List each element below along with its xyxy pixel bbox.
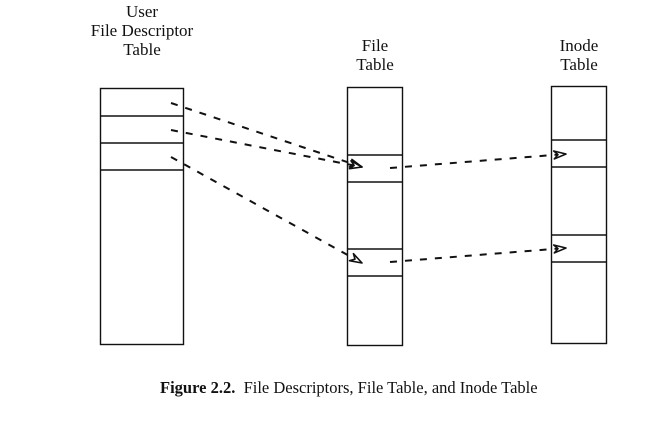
title-line: Table: [356, 55, 394, 74]
title-line: Table: [123, 40, 161, 59]
figure-caption: Figure 2.2. File Descriptors, File Table…: [160, 378, 538, 398]
user-fd-table-title: User File Descriptor Table: [30, 2, 254, 59]
file-table-outline: [346, 86, 404, 347]
title-line: Inode: [559, 36, 599, 55]
user-fd-table: [99, 87, 185, 346]
pointer-links: [170, 102, 567, 264]
inode-table-outline: [550, 85, 608, 345]
title-line: Table: [560, 55, 598, 74]
link-ufd0-to-file0: [170, 102, 363, 168]
title-line: File: [361, 36, 389, 55]
figure-number: Figure 2.2.: [160, 378, 236, 397]
figure-caption-text: File Descriptors, File Table, and Inode …: [243, 378, 538, 397]
link-ufd1-to-file0: [170, 129, 363, 170]
user-fd-table-outline: [99, 87, 185, 346]
link-ufd2-to-file1: [170, 156, 363, 264]
link-file0-to-inode0: [389, 150, 567, 169]
file-table: [346, 86, 404, 347]
title-line: File Descriptor: [90, 21, 194, 40]
file-table-title: File Table: [334, 36, 416, 74]
link-file1-to-inode1: [389, 244, 567, 263]
title-line: User: [125, 2, 159, 21]
inode-table-title: Inode Table: [538, 36, 620, 74]
inode-table: [550, 85, 608, 345]
